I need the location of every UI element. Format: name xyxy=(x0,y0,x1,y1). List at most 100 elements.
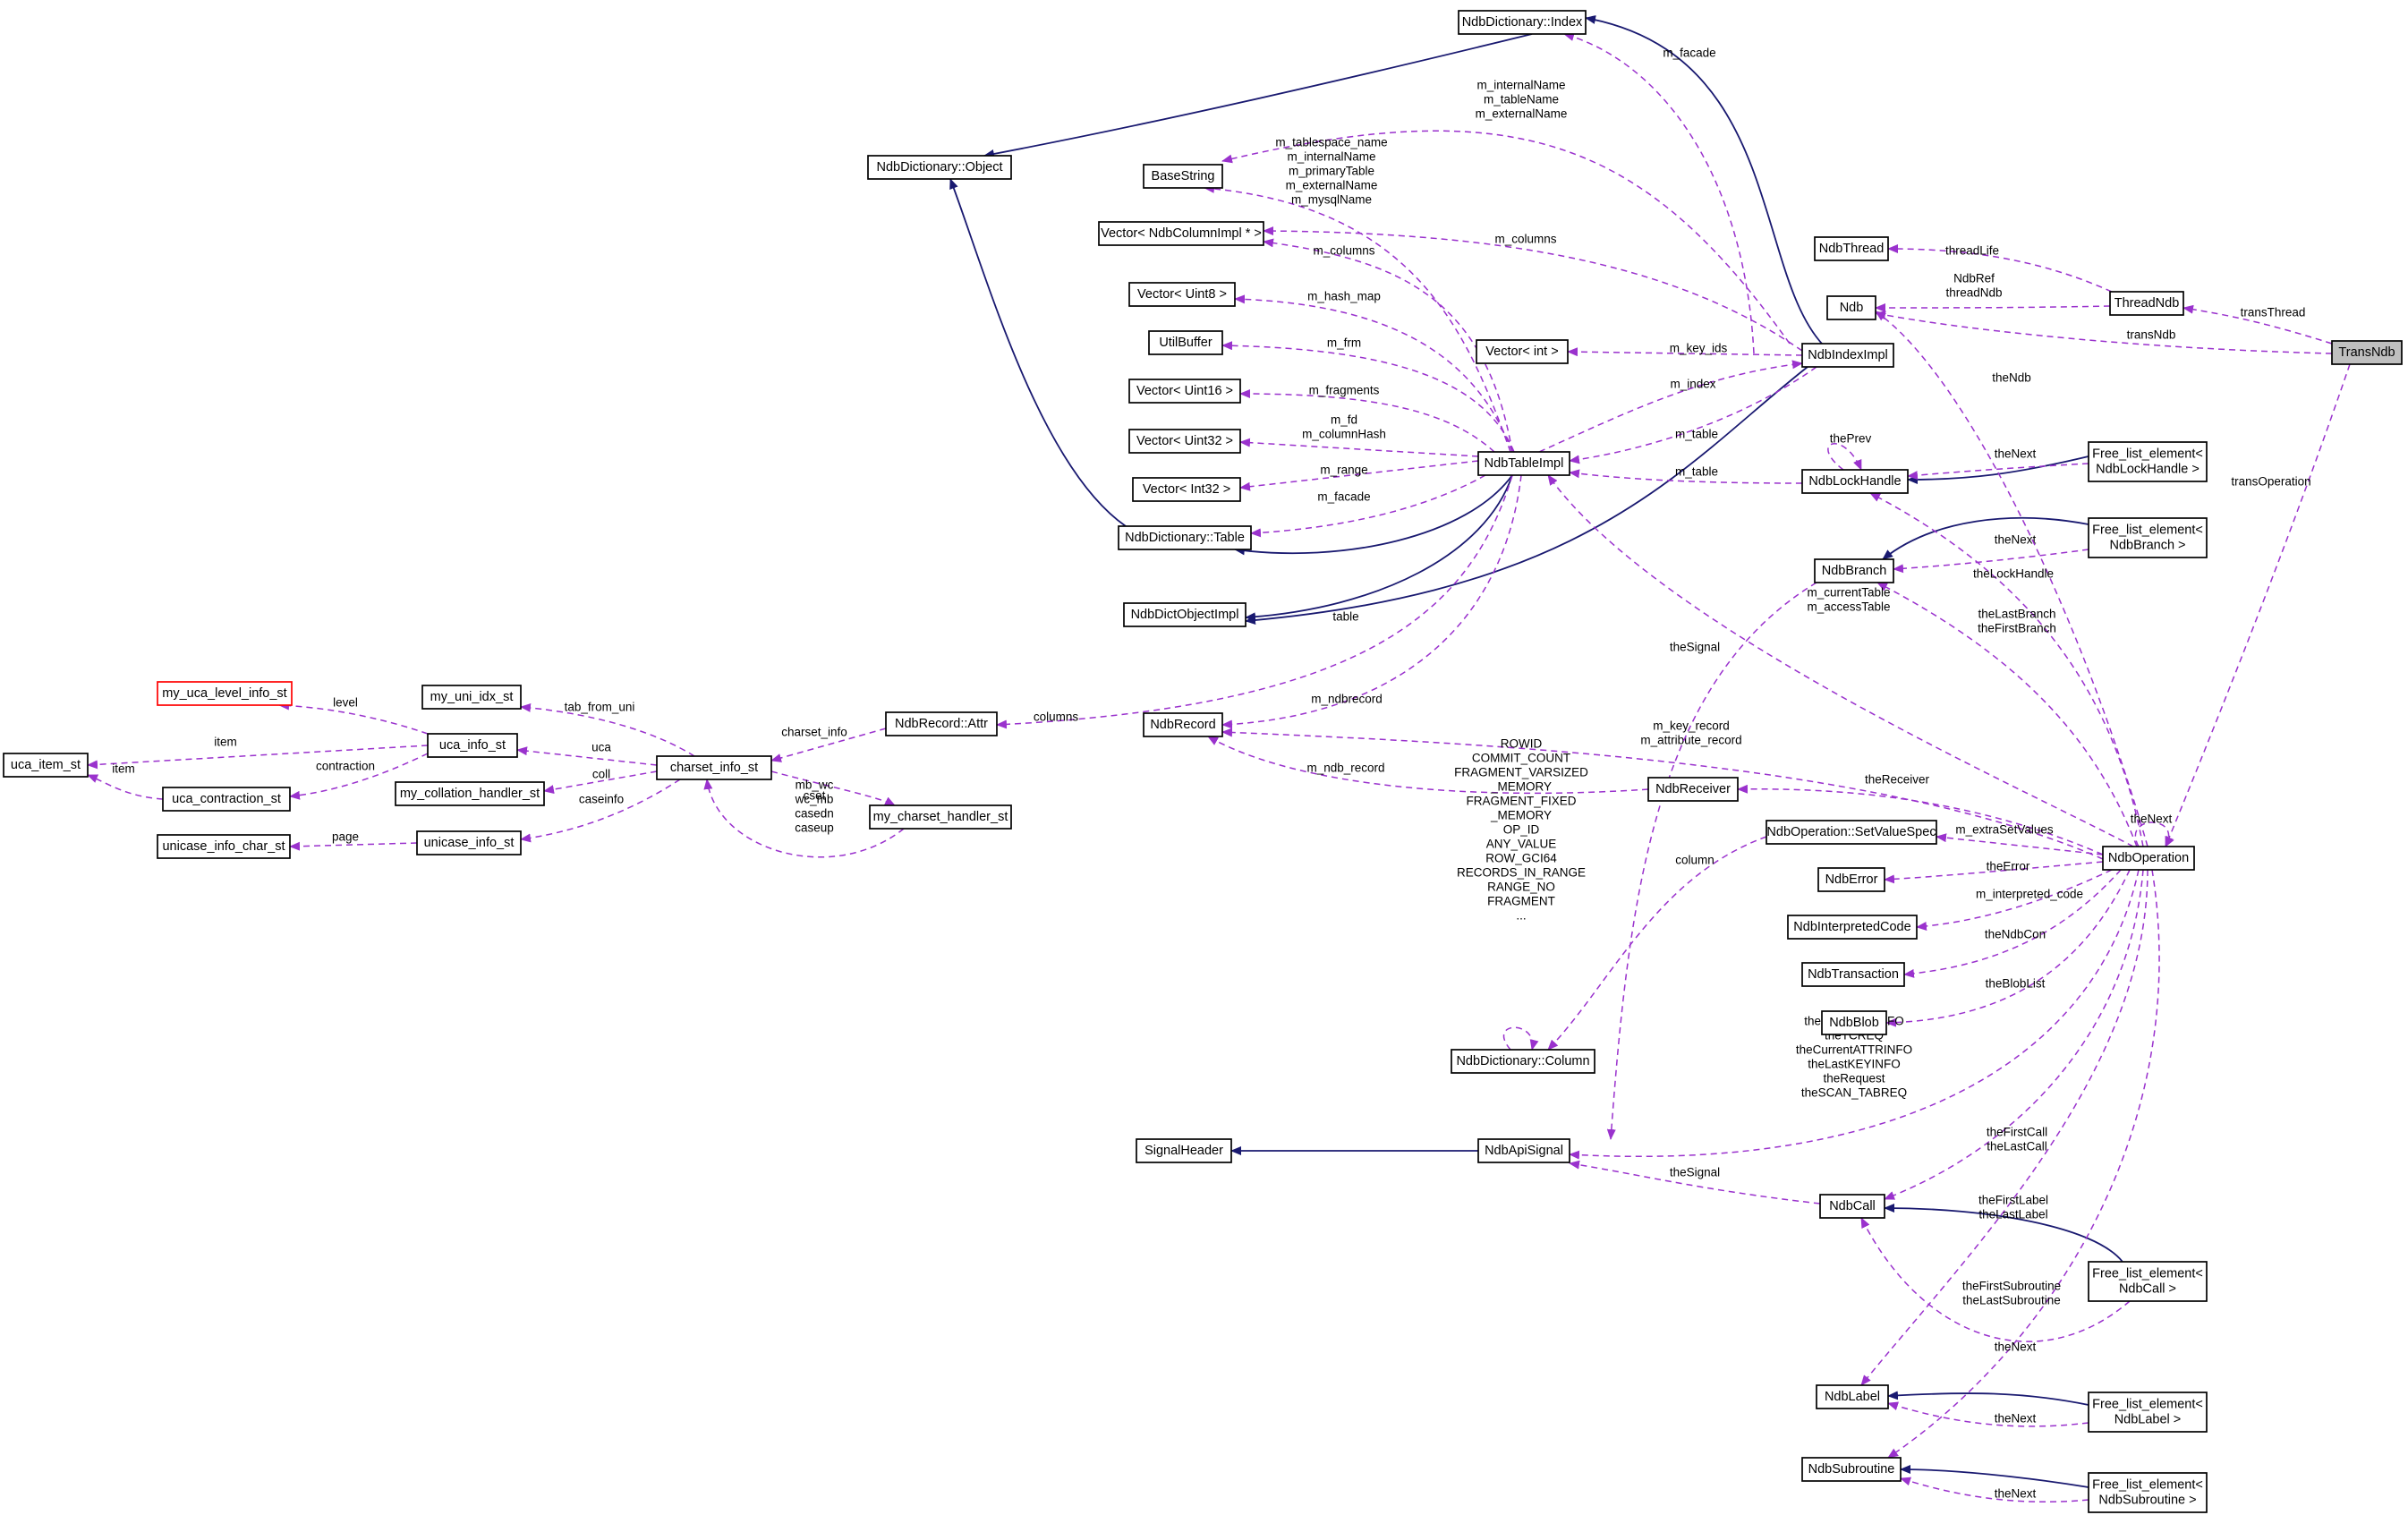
class-node-fle-ndbsubroutine[interactable]: Free_list_element<NdbSubroutine > xyxy=(2088,1472,2208,1513)
class-node-basestring[interactable]: BaseString xyxy=(1143,164,1223,189)
edge-line xyxy=(1547,836,1767,1051)
class-node-uca-item-st[interactable]: uca_item_st xyxy=(3,753,89,778)
class-node-vector-uint16[interactable]: Vector< Uint16 > xyxy=(1128,379,1241,404)
edge-line xyxy=(289,753,429,800)
class-node-ndbtableimpl[interactable]: NdbTableImpl xyxy=(1477,451,1570,476)
class-node-ndboperation[interactable]: NdbOperation xyxy=(2102,846,2195,871)
member-edge-thebloblist xyxy=(1885,869,2131,1027)
member-edge-charset-info xyxy=(770,728,887,762)
edge-label: theNext xyxy=(1995,447,2037,461)
class-node-ndbbranch[interactable]: NdbBranch xyxy=(1814,558,1894,583)
edge-label-line: theNext xyxy=(1995,1412,2037,1426)
class-node-ndbreceiver[interactable]: NdbReceiver xyxy=(1647,777,1739,802)
class-node-ndbrecord[interactable]: NdbRecord xyxy=(1143,712,1223,737)
member-edge-thendb xyxy=(1875,311,2148,847)
node-box xyxy=(1128,282,1236,307)
class-node-ndb[interactable]: Ndb xyxy=(1826,295,1876,320)
class-node-ndberror[interactable]: NdbError xyxy=(1817,867,1885,892)
node-box xyxy=(1132,477,1241,502)
node-label: my_uca_level_info_st xyxy=(162,686,286,701)
node-box xyxy=(1814,558,1894,583)
class-node-vector-uint32[interactable]: Vector< Uint32 > xyxy=(1128,429,1241,454)
edge-label-line: theLastCall xyxy=(1987,1140,2047,1153)
class-node-signalheader[interactable]: SignalHeader xyxy=(1136,1138,1232,1163)
class-node-ndbsubroutine[interactable]: NdbSubroutine xyxy=(1801,1457,1902,1482)
class-node-fle-ndblabel[interactable]: Free_list_element<NdbLabel > xyxy=(2088,1392,2208,1433)
edge-label: m_facade xyxy=(1663,47,1715,60)
edge-label-line: level xyxy=(333,696,358,710)
class-node-ndbinterpretedcode[interactable]: NdbInterpretedCode xyxy=(1787,915,1918,940)
member-edge-frm xyxy=(1221,341,1515,453)
class-node-ndbdictobjectimpl[interactable]: NdbDictObjectImpl xyxy=(1123,602,1247,627)
class-node-ndbblob[interactable]: NdbBlob xyxy=(1821,1010,1887,1035)
class-node-ndbindeximpl[interactable]: NdbIndexImpl xyxy=(1801,343,1894,368)
inheritance-edge-flecall-call xyxy=(1884,1204,2123,1263)
node-label: NdbRecord::Attr xyxy=(895,717,988,731)
edge-line xyxy=(87,745,429,770)
class-node-fle-ndblockhandle[interactable]: Free_list_element<NdbLockHandle > xyxy=(2088,441,2208,482)
node-label: Free_list_element< xyxy=(2092,1266,2203,1281)
edge-label: cset xyxy=(804,789,826,803)
class-node-ndbthread[interactable]: NdbThread xyxy=(1814,236,1889,261)
inheritance-edge-flelabel-label xyxy=(1887,1391,2089,1406)
class-node-my-uni-idx-st[interactable]: my_uni_idx_st xyxy=(421,685,522,710)
node-label: NdbOperation xyxy=(2108,851,2189,865)
edge-line xyxy=(1884,1204,2123,1263)
class-node-my-uca-level-info-st[interactable]: my_uca_level_info_st xyxy=(157,681,293,706)
edge-label: theNext xyxy=(1995,1487,2037,1501)
member-edge-thenext-lock xyxy=(1907,463,2089,481)
edge-label-line: theNext xyxy=(1995,1487,2037,1501)
class-node-vector-uint8[interactable]: Vector< Uint8 > xyxy=(1128,282,1236,307)
edge-label: m_fragments xyxy=(1309,384,1380,397)
class-node-ndbtransaction[interactable]: NdbTransaction xyxy=(1801,962,1905,987)
nodes-layer: NdbDictionary::IndexNdbDictionary::Objec… xyxy=(3,10,2403,1513)
class-node-ndblockhandle[interactable]: NdbLockHandle xyxy=(1801,469,1909,494)
node-box xyxy=(1098,221,1264,246)
edge-label-line: ROWID xyxy=(1501,737,1543,751)
class-node-ndboperation-setvaluespec[interactable]: NdbOperation::SetValueSpec xyxy=(1766,820,1937,845)
class-node-threadndb[interactable]: ThreadNdb xyxy=(2109,291,2184,316)
node-box xyxy=(416,830,522,855)
edge-label-line: ANY_VALUE xyxy=(1486,838,1557,851)
node-label: Vector< int > xyxy=(1485,345,1558,359)
node-box xyxy=(1801,1457,1902,1482)
edge-line xyxy=(1221,728,2104,860)
class-node-ndbdictionary-object[interactable]: NdbDictionary::Object xyxy=(867,155,1012,180)
edge-label-line: OP_ID xyxy=(1503,823,1540,837)
edge-label-line: m_attribute_record xyxy=(1640,734,1741,747)
class-node-ndbcall[interactable]: NdbCall xyxy=(1819,1194,1885,1219)
node-label: NdbLabel > xyxy=(2114,1412,2182,1426)
class-node-ndbrecord-attr[interactable]: NdbRecord::Attr xyxy=(885,711,998,736)
class-node-vector-int[interactable]: Vector< int > xyxy=(1476,339,1569,364)
class-node-unicase-info-char-st[interactable]: unicase_info_char_st xyxy=(157,834,291,859)
class-node-ndbdictionary-table[interactable]: NdbDictionary::Table xyxy=(1118,525,1252,550)
edge-label: table xyxy=(1332,610,1358,624)
class-node-unicase-info-st[interactable]: unicase_info_st xyxy=(416,830,522,855)
inheritance-edge-index-object xyxy=(983,33,1533,158)
class-node-my-collation-handler-st[interactable]: my_collation_handler_st xyxy=(395,781,545,806)
member-edge-threadlife xyxy=(1887,244,2113,293)
class-node-charset-info-st[interactable]: charset_info_st xyxy=(656,755,772,780)
class-node-fle-ndbcall[interactable]: Free_list_element<NdbCall > xyxy=(2088,1261,2208,1302)
class-node-ndbdictionary-column[interactable]: NdbDictionary::Column xyxy=(1451,1049,1595,1074)
class-node-uca-contraction-st[interactable]: uca_contraction_st xyxy=(162,787,291,812)
edge-line xyxy=(1875,302,2111,312)
class-node-fle-ndbbranch[interactable]: Free_list_element<NdbBranch > xyxy=(2088,517,2208,558)
class-node-ndblabel[interactable]: NdbLabel xyxy=(1816,1384,1889,1409)
node-box xyxy=(1787,915,1918,940)
class-node-uca-info-st[interactable]: uca_info_st xyxy=(427,733,518,758)
member-edge-level xyxy=(278,701,429,735)
class-node-utilbuffer[interactable]: UtilBuffer xyxy=(1148,330,1223,355)
class-node-vector-int32[interactable]: Vector< Int32 > xyxy=(1132,477,1241,502)
node-label: charset_info_st xyxy=(670,761,758,775)
class-node-ndbdictionary-index[interactable]: NdbDictionary::Index xyxy=(1458,10,1587,35)
member-edge-thenext-branch xyxy=(1893,549,2089,574)
class-node-vector-ndbcolumnimpl[interactable]: Vector< NdbColumnImpl * > xyxy=(1098,221,1264,246)
edge-label: theNext xyxy=(1995,533,2037,547)
class-node-my-charset-handler-st[interactable]: my_charset_handler_st xyxy=(869,804,1012,830)
class-node-ndbapisignal[interactable]: NdbApiSignal xyxy=(1477,1138,1570,1163)
member-edge-keyids xyxy=(1567,347,1803,357)
class-node-transndb[interactable]: TransNdb xyxy=(2331,340,2403,365)
